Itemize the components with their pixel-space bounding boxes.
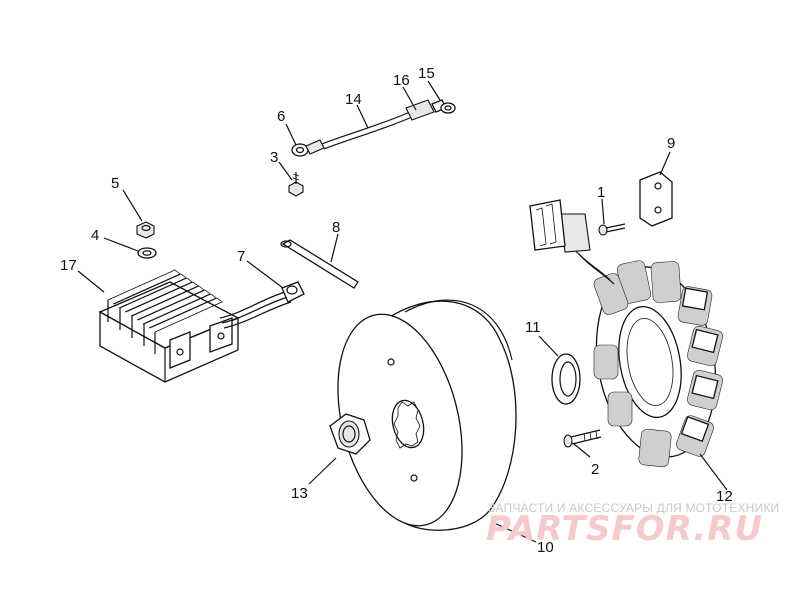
callout-13: 13 — [291, 485, 308, 502]
callout-labels: 1 2 3 4 5 6 7 8 9 10 11 12 13 14 15 16 1… — [60, 65, 733, 556]
stator-screw — [563, 429, 602, 448]
ground-strap — [291, 99, 456, 157]
callout-3: 3 — [270, 149, 278, 166]
voltage-regulator — [98, 269, 305, 383]
callout-12: 12 — [716, 488, 733, 505]
leader-lines — [77, 80, 728, 543]
rotor-nut — [329, 413, 371, 455]
cable-strap — [280, 239, 359, 289]
wire-clamp — [639, 171, 673, 227]
clamp-screw — [598, 223, 626, 236]
watermark-tagline: ЗАПЧАСТИ И АКСЕССУАРЫ ДЛЯ МОТОТЕХНИКИ — [488, 501, 779, 515]
callout-10: 10 — [537, 539, 554, 556]
callout-4: 4 — [91, 227, 99, 244]
watermark: ЗАПЧАСТИ И АКСЕССУАРЫ ДЛЯ МОТОТЕХНИКИ PA… — [486, 501, 779, 549]
stator — [529, 199, 723, 468]
spacer — [551, 353, 581, 405]
callout-11: 11 — [525, 319, 541, 336]
callout-1: 1 — [597, 184, 605, 201]
washer — [137, 247, 157, 259]
callout-7: 7 — [237, 248, 245, 265]
callout-2: 2 — [591, 461, 599, 478]
callout-8: 8 — [332, 219, 340, 236]
callout-6: 6 — [277, 108, 285, 125]
callout-16: 16 — [393, 72, 410, 89]
callout-17: 17 — [60, 257, 77, 274]
callout-5: 5 — [111, 175, 119, 192]
callout-9: 9 — [667, 135, 675, 152]
callout-14: 14 — [345, 91, 362, 108]
nut — [136, 221, 155, 239]
callout-15: 15 — [418, 65, 435, 82]
watermark-brand: PARTSFOR.RU — [486, 509, 763, 549]
rotor — [337, 299, 517, 531]
screw — [288, 172, 304, 197]
